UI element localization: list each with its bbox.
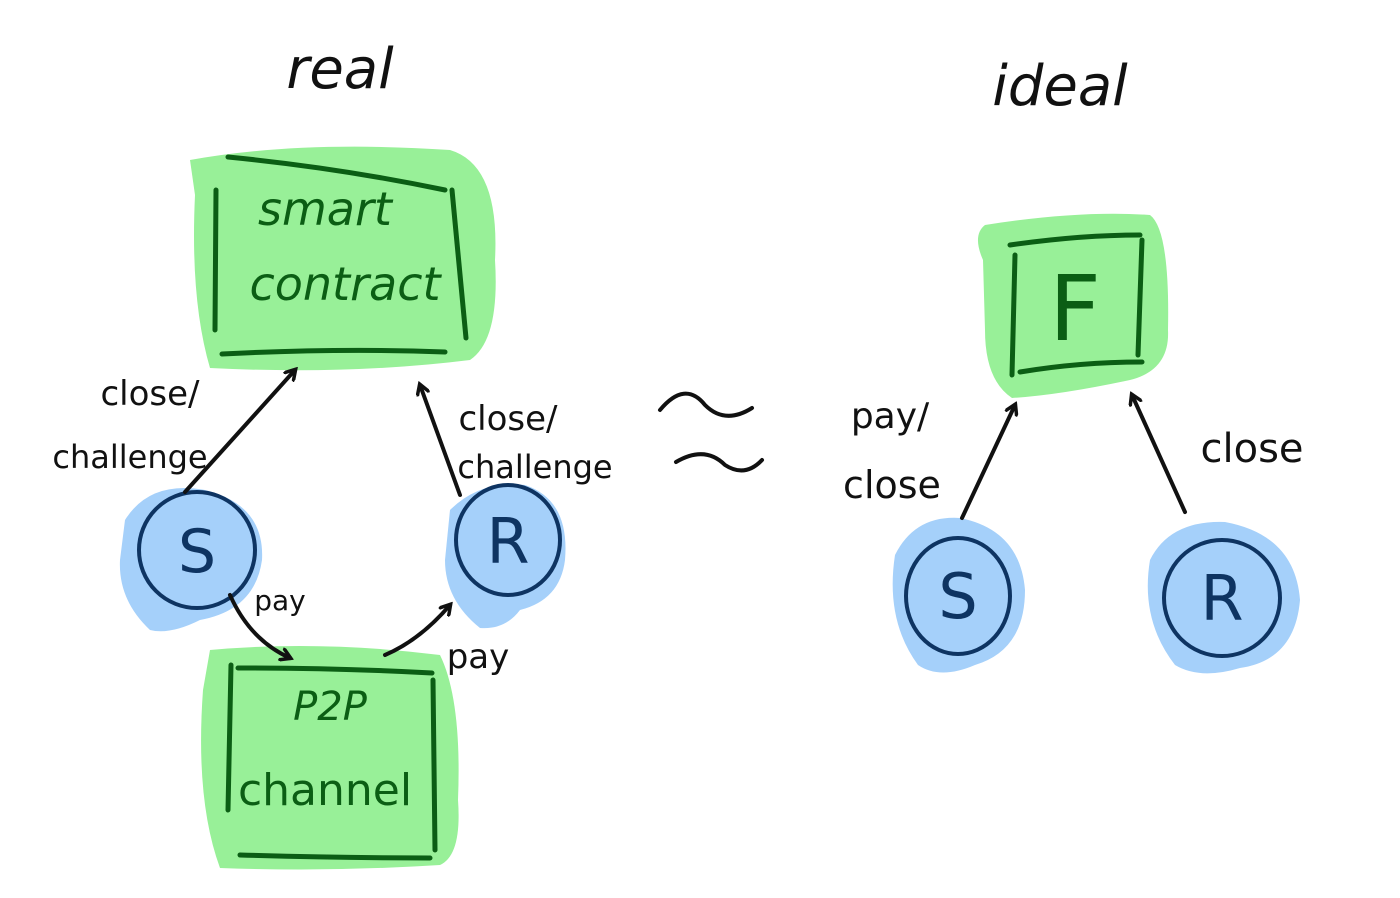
arrow-channel-to-r <box>383 605 450 657</box>
sender-node-ideal: S <box>892 517 1025 673</box>
functionality-box: F <box>977 213 1169 398</box>
arrow-r-to-contract <box>420 385 462 497</box>
receiver-label-real: R <box>486 505 529 578</box>
ideal-title: ideal <box>992 54 1128 119</box>
receiver-node-ideal: R <box>1147 521 1300 674</box>
label-r-contract-line1: close/ <box>458 399 558 439</box>
receiver-label-ideal: R <box>1200 562 1243 635</box>
label-r-contract-line2: challenge <box>457 448 612 486</box>
label-s-contract-line2: challenge <box>52 438 207 476</box>
p2p-channel-line2: channel <box>238 765 412 816</box>
label-r-f: close <box>1200 426 1303 472</box>
receiver-node-real: R <box>445 483 566 629</box>
functionality-label: F <box>1049 257 1101 362</box>
sender-label-real: S <box>178 517 216 587</box>
sender-label-ideal: S <box>938 560 977 633</box>
p2p-channel-box: P2P channel <box>201 646 459 870</box>
arrow-s-to-contract <box>183 370 295 494</box>
label-s-contract-line1: close/ <box>100 374 200 414</box>
p2p-channel-line1: P2P <box>293 684 368 730</box>
approx-equal-symbol: ≈ <box>658 391 764 473</box>
arrow-s-to-f <box>960 405 1015 520</box>
smart-contract-line1: smart <box>258 182 394 236</box>
sender-node-real: S <box>119 488 263 632</box>
arrow-s-to-channel <box>228 593 290 658</box>
label-s-f-line2: close <box>843 463 941 507</box>
smart-contract-box: smart contract <box>190 146 496 371</box>
real-title: real <box>286 37 394 102</box>
arrow-r-to-f <box>1132 395 1187 514</box>
label-channel-r: pay <box>447 637 510 677</box>
label-s-f-line1: pay/ <box>851 396 930 437</box>
smart-contract-line2: contract <box>249 257 442 311</box>
label-s-channel: pay <box>254 584 306 617</box>
